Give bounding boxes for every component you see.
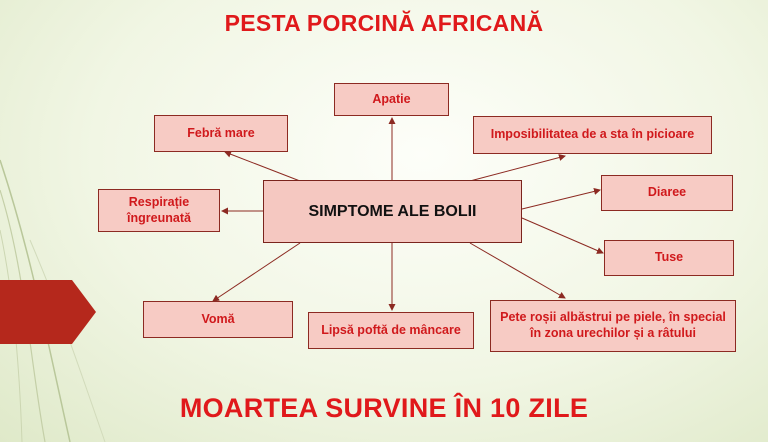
arrow-to-tuse — [521, 217, 604, 254]
symptom-diaree: Diaree — [601, 175, 733, 211]
symptom-pete: Pete roșii albăstrui pe piele, în specia… — [490, 300, 736, 352]
arrow-to-pete — [469, 242, 566, 299]
conclusion-text: MOARTEA SURVINE ÎN 10 ZILE — [179, 393, 589, 423]
arrow-to-febra — [224, 150, 301, 182]
center-node: SIMPTOME ALE BOLII — [263, 180, 522, 243]
symptom-imposibilitate: Imposibilitatea de a sta în picioare — [473, 116, 712, 154]
symptom-tuse: Tuse — [604, 240, 734, 276]
arrow-to-imposibilitate — [469, 154, 566, 182]
page-title: PESTA PORCINĂ AFRICANĂ — [224, 10, 544, 36]
arrow-to-diaree — [521, 188, 601, 210]
symptom-voma: Vomă — [143, 301, 293, 338]
symptom-apatie: Apatie — [334, 83, 449, 116]
symptom-febra: Febră mare — [154, 115, 288, 152]
arrow-to-voma — [212, 242, 301, 302]
accent-tab — [0, 280, 96, 344]
symptom-lipsa-pofta: Lipsă poftă de mâncare — [308, 312, 474, 349]
symptom-respiratie: Respirație îngreunată — [98, 189, 220, 232]
